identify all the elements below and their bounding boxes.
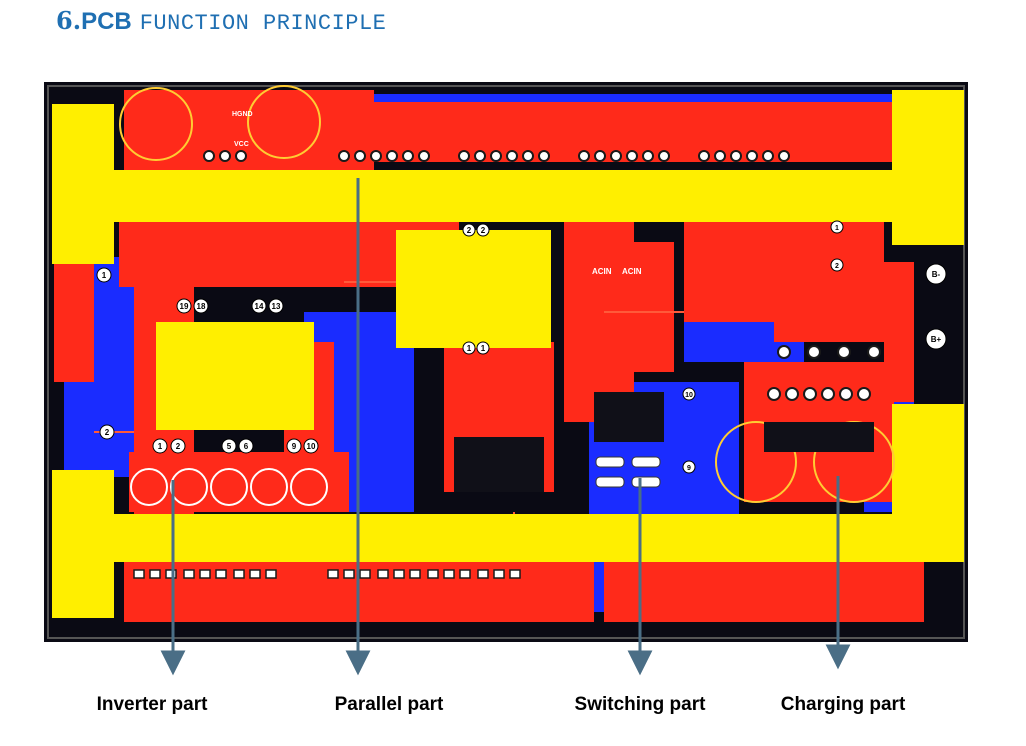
pad-label: 6	[244, 442, 249, 451]
arrowhead-switching-icon	[627, 650, 653, 676]
pad-label: 14	[255, 302, 264, 311]
heading-rest: FUNCTION PRINCIPLE	[139, 11, 387, 36]
pad-row-inverter	[130, 468, 328, 506]
section-heading: 6. PCB FUNCTION PRINCIPLE	[56, 6, 386, 40]
label-parallel-part: Parallel part	[334, 694, 444, 715]
n1b-label: 1	[835, 225, 839, 232]
capacitors	[119, 85, 895, 503]
hgnd-label: HGND	[232, 111, 253, 118]
pad-label: 13	[272, 302, 281, 311]
arrowhead-inverter-icon	[160, 650, 186, 676]
heading-number: 6.	[56, 6, 82, 35]
pad-label: 1	[158, 442, 163, 451]
n9-label: 9	[687, 465, 691, 472]
pad-label: 2	[176, 442, 181, 451]
pad-label: 5	[227, 442, 232, 451]
b-minus-label: B-	[932, 270, 941, 279]
pad-label: 18	[197, 302, 206, 311]
yellow-pours	[52, 90, 964, 618]
acin-left-label: ACIN	[592, 267, 612, 276]
pin2-label: 2	[105, 428, 110, 437]
heading-bold: PCB	[81, 8, 132, 35]
pads-a	[176, 298, 284, 314]
pad-label: 2	[481, 226, 486, 235]
arrowhead-charging-icon	[825, 644, 851, 670]
dark-blocks	[454, 392, 874, 492]
pad-label: 9	[292, 442, 297, 451]
label-switching-part: Switching part	[574, 694, 706, 715]
pads-c	[462, 223, 490, 355]
pad-label: 1	[467, 344, 472, 353]
pad-row-bottom	[133, 569, 521, 579]
pad-label: 10	[307, 442, 316, 451]
pad-label: 19	[180, 302, 189, 311]
vcc-label: VCC	[234, 141, 249, 148]
pads-b	[152, 438, 319, 454]
n2b-label: 2	[835, 263, 839, 270]
acin-right-label: ACIN	[622, 267, 642, 276]
label-inverter-part: Inverter part	[96, 694, 208, 715]
pcb-layout-image: 19 18 14 13 1 2 5 6 9 10 2 2 1 1	[44, 82, 968, 642]
pad-label: 2	[467, 226, 472, 235]
pad-row-charging	[767, 345, 881, 401]
label-charging-part: Charging part	[780, 694, 906, 715]
b-plus-label: B+	[931, 335, 942, 344]
pad-row-top	[203, 150, 790, 162]
arrowhead-parallel-icon	[345, 650, 371, 676]
n10-label: 10	[685, 392, 693, 399]
pad-label: 1	[481, 344, 486, 353]
pin1-label: 1	[102, 271, 107, 280]
